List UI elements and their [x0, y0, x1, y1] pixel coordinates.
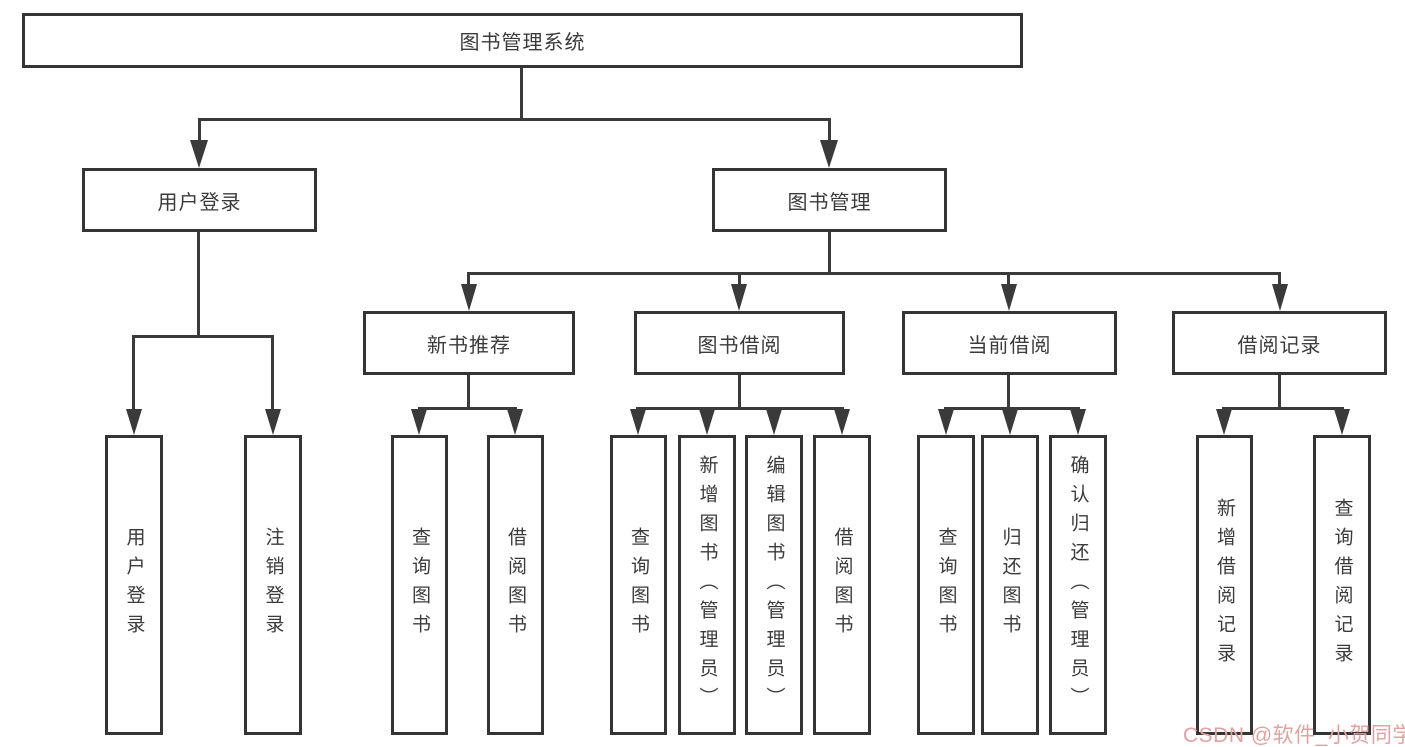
- leaf-borrow-book: 借阅图书: [813, 435, 871, 735]
- leaf-confirm-return-admin-label: 确认归还（管理员）: [1067, 454, 1089, 716]
- leaf-return-book-label: 归还图书: [999, 527, 1021, 643]
- arrowhead-down-icon: [507, 409, 523, 435]
- csdn-watermark: CSDN @软件_小贺同学: [1183, 724, 1405, 747]
- leaf-borrow-search-book: 查询图书: [610, 435, 667, 735]
- node-user-login: 用户登录: [82, 168, 317, 232]
- leaf-logout-label: 注销登录: [262, 527, 284, 643]
- node-borrow-records-label: 借阅记录: [1237, 334, 1322, 357]
- leaf-user-login-label: 用户登录: [123, 527, 145, 643]
- node-library-system-label: 图书管理系统: [459, 32, 586, 54]
- leaf-current-search-book-label: 查询图书: [935, 527, 957, 643]
- connector-line: [197, 232, 200, 335]
- node-borrow-records: 借阅记录: [1172, 311, 1387, 375]
- arrowhead-down-icon: [699, 409, 715, 435]
- arrowhead-down-icon: [265, 409, 281, 435]
- node-book-borrow: 图书借阅: [634, 311, 845, 375]
- connector-line: [636, 407, 844, 410]
- arrowhead-down-icon: [1216, 409, 1232, 435]
- connector-line: [132, 335, 274, 338]
- leaf-user-login: 用户登录: [105, 435, 163, 735]
- connector-line: [1222, 407, 1344, 410]
- connector-line: [738, 375, 741, 407]
- connector-line: [520, 68, 523, 118]
- leaf-recommend-borrow-book: 借阅图书: [487, 435, 544, 735]
- node-library-system: 图书管理系统: [22, 13, 1023, 68]
- connector-line: [271, 335, 274, 420]
- node-book-borrow-label: 图书借阅: [697, 334, 782, 357]
- arrowhead-down-icon: [411, 409, 427, 435]
- leaf-edit-book-admin-label: 编辑图书（管理员）: [763, 454, 785, 716]
- node-book-management: 图书管理: [712, 168, 947, 232]
- leaf-edit-book-admin: 编辑图书（管理员）: [745, 435, 803, 735]
- arrowhead-down-icon: [126, 409, 142, 435]
- node-new-book-recommend-label: 新书推荐: [427, 334, 511, 357]
- leaf-borrow-search-book-label: 查询图书: [628, 527, 649, 643]
- arrowhead-down-icon: [834, 409, 850, 435]
- arrowhead-down-icon: [630, 409, 646, 435]
- leaf-return-book: 归还图书: [981, 435, 1039, 735]
- connector-line: [468, 272, 1281, 275]
- node-current-borrow: 当前借阅: [902, 311, 1117, 375]
- arrowhead-down-icon: [1334, 409, 1350, 435]
- node-user-login-label: 用户登录: [157, 191, 242, 214]
- arrowhead-down-icon: [1070, 409, 1086, 435]
- arrowhead-down-icon: [461, 284, 477, 311]
- leaf-recommend-search-book-label: 查询图书: [409, 527, 430, 643]
- arrowhead-down-icon: [731, 284, 747, 311]
- arrowhead-down-icon: [1001, 284, 1017, 311]
- leaf-add-book-admin: 新增图书（管理员）: [678, 435, 736, 735]
- connector-line: [1278, 272, 1281, 292]
- arrowhead-down-icon: [766, 409, 782, 435]
- arrowhead-down-icon: [1272, 284, 1288, 311]
- leaf-confirm-return-admin: 确认归还（管理员）: [1049, 435, 1107, 735]
- node-current-borrow-label: 当前借阅: [967, 334, 1052, 357]
- arrowhead-down-icon: [938, 409, 954, 435]
- connector-line: [132, 335, 135, 420]
- leaf-add-borrow-record-label: 新增借阅记录: [1214, 498, 1235, 672]
- leaf-borrow-book-label: 借阅图书: [831, 527, 853, 643]
- connector-line: [828, 118, 831, 148]
- node-new-book-recommend: 新书推荐: [363, 311, 575, 375]
- leaf-add-book-admin-label: 新增图书（管理员）: [696, 454, 718, 716]
- connector-line: [828, 232, 831, 272]
- connector-line: [1007, 375, 1010, 407]
- node-book-management-label: 图书管理: [787, 191, 872, 214]
- connector-line: [198, 118, 201, 148]
- leaf-recommend-borrow-book-label: 借阅图书: [505, 527, 526, 643]
- arrowhead-down-icon: [190, 140, 208, 168]
- leaf-search-borrow-record: 查询借阅记录: [1313, 435, 1371, 735]
- connector-line: [467, 375, 470, 407]
- leaf-logout: 注销登录: [244, 435, 302, 735]
- connector-line: [418, 407, 517, 410]
- connector-line: [1278, 375, 1281, 407]
- leaf-search-borrow-record-label: 查询借阅记录: [1331, 498, 1353, 672]
- connector-line: [738, 272, 741, 292]
- leaf-current-search-book: 查询图书: [917, 435, 975, 735]
- connector-line: [1007, 272, 1010, 292]
- connector-line: [467, 272, 470, 292]
- arrowhead-down-icon: [820, 140, 838, 168]
- connector-line: [944, 407, 1080, 410]
- leaf-recommend-search-book: 查询图书: [391, 435, 448, 735]
- connector-line: [198, 118, 831, 121]
- leaf-add-borrow-record: 新增借阅记录: [1196, 435, 1253, 735]
- arrowhead-down-icon: [1002, 409, 1018, 435]
